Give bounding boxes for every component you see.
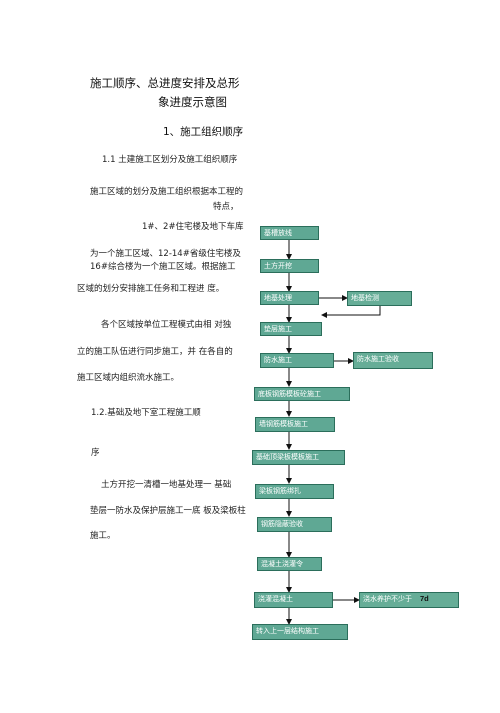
subheading-1-1: 1.1 土建施工区划分及施工组织顺序 [102,155,238,165]
flow-step-slab-rebar-formwork-concrete: 底板钢筋模板砼施工 [254,387,350,401]
flow-side-curing: 浇水养护不少于 7d [359,592,459,608]
paragraph-2-line-2: 立的施工队伍进行同步施工，并 在各自的 [77,347,233,357]
flow-step-cushion: 垫层施工 [260,322,322,336]
flow-step-trench-layout: 基槽放线 [260,226,319,240]
paragraph-1-line-5: 16#综合楼为一个施工区域。根据施工 [90,262,236,272]
flow-step-beam-slab-formwork: 基础顶梁板模板施工 [252,450,345,465]
flow-step-beam-rebar-tying: 梁板钢筋绑扎 [255,484,334,499]
flow-step-excavation: 土方开挖 [260,259,319,273]
flow-step-rebar-inspection: 钢筋隐蔽验收 [257,517,332,532]
curing-label: 浇水养护不少于 [363,595,412,603]
flow-side-foundation-test: 地基检测 [347,291,412,306]
flow-step-wall-rebar-formwork: 墙钢筋模板施工 [255,417,335,432]
paragraph-3-line-2: 垫层一防水及保护层施工一底 板及梁板柱 [90,506,246,516]
paragraph-1-line-4: 为一个施工区域、12-14#省级住宅楼及 [90,249,241,259]
section-heading-1: 1、施工组织顺序 [163,126,244,138]
flow-step-pour-order: 混凝土浇灌令 [257,557,322,571]
flow-step-pour-concrete: 浇灌混凝土 [254,592,333,608]
arrow-foundation-test-return [321,305,381,318]
curing-days: 7d [420,594,429,603]
paragraph-3-line-3: 施工。 [90,531,116,541]
paragraph-3-line-1: 土方开挖一清槽一地基处理一 基础 [101,480,232,490]
paragraph-1-line-2: 特点， [213,202,239,212]
page-title-line1: 施工顺序、总进度安排及总形 [90,76,240,90]
subheading-1-2-continued: 序 [91,448,100,458]
flow-side-waterproof-acceptance: 防水施工验收 [353,352,433,369]
flow-step-next-floor: 转入上一层结构施工 [252,624,348,640]
page-title-line2: 象进度示意图 [158,95,227,109]
flow-step-foundation-treatment: 地基处理 [260,291,319,305]
paragraph-1-line-3: 1#、2#住宅楼及地下车库 [142,222,244,232]
paragraph-1-line-6: 区域的划分安排施工任务和工程进 度。 [77,284,225,294]
paragraph-2-line-3: 施工区域内组织流水施工。 [77,373,180,383]
paragraph-1-line-1: 施工区域的划分及施工组织根据本工程的 [90,187,244,197]
flow-step-waterproofing: 防水施工 [260,353,334,368]
subheading-1-2: 1.2.基础及地下室工程施工顺 [91,408,201,418]
paragraph-2-line-1: 各个区域按单位工程模式由相 对独 [101,320,232,330]
